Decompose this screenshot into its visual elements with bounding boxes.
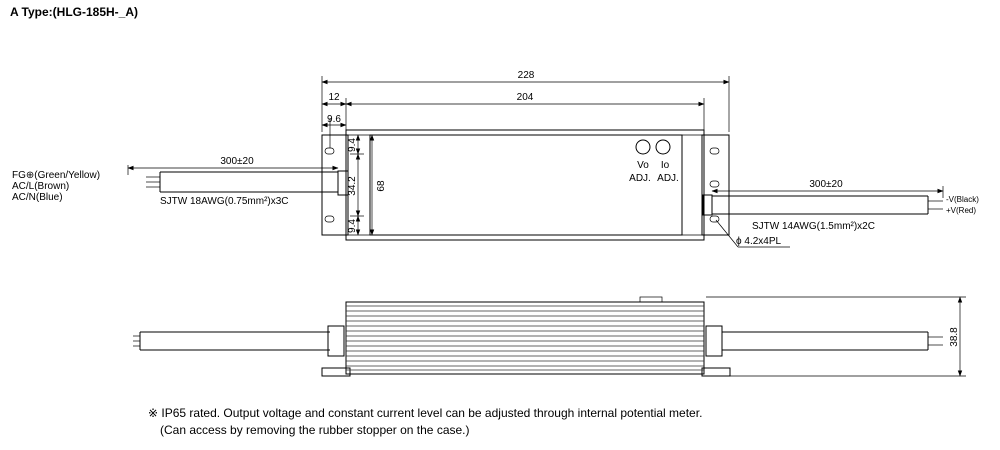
output-wire-pos: +V(Red) xyxy=(946,206,976,215)
note-line-1: ※ IP65 rated. Output voltage and constan… xyxy=(148,406,702,420)
output-cable-spec: SJTW 14AWG(1.5mm²)x2C xyxy=(752,221,875,232)
dim-edge-top: 9.4 xyxy=(347,134,361,155)
io-adjuster xyxy=(655,139,671,155)
case-body xyxy=(345,129,705,241)
vo-adj-label: ADJ. xyxy=(629,173,651,184)
output-cable xyxy=(712,195,943,215)
dim-width: 68 xyxy=(369,134,387,236)
vo-label: Vo xyxy=(637,160,649,171)
note-line-2: (Can access by removing the rubber stopp… xyxy=(160,423,470,437)
dim-34-2-label: 34.2 xyxy=(347,176,358,196)
input-cable-length-label: 300±20 xyxy=(220,156,254,167)
dim-12-label: 12 xyxy=(328,92,340,103)
dim-9-6-label: 9.6 xyxy=(327,114,341,125)
output-wire-neg: -V(Black) xyxy=(946,195,979,204)
dim-height: 38.8 xyxy=(706,296,966,377)
io-adj-label: ADJ. xyxy=(657,173,679,184)
side-view: 38.8 xyxy=(133,296,966,377)
input-wire-l: AC/L(Brown) xyxy=(12,181,69,192)
output-cable-length-label: 300±20 xyxy=(809,179,843,190)
dim-228-label: 228 xyxy=(518,70,535,81)
mounting-hole-label: ϕ 4.2x4PL xyxy=(736,236,782,247)
side-case-body xyxy=(345,301,705,375)
dim-9-4-top-label: 9.4 xyxy=(347,138,358,152)
dim-38-8-label: 38.8 xyxy=(949,327,960,347)
dim-204-label: 204 xyxy=(517,92,534,103)
dim-body-length: 204 xyxy=(345,92,705,135)
dim-9-4-bottom-label: 9.4 xyxy=(347,219,358,233)
input-cable-spec: SJTW 18AWG(0.75mm²)x3C xyxy=(160,196,289,207)
dim-edge-bottom: 9.4 xyxy=(347,215,361,236)
case-top-panel xyxy=(369,134,683,236)
top-view: Vo Io ADJ. ADJ. 228 204 12 9.6 xyxy=(12,70,979,248)
input-wire-n: AC/N(Blue) xyxy=(12,192,63,203)
vo-adjuster xyxy=(635,139,651,155)
mounting-hole-callout: ϕ 4.2x4PL xyxy=(715,219,790,248)
heat-sink-fins xyxy=(346,305,704,371)
left-flange xyxy=(321,134,349,236)
io-label: Io xyxy=(661,160,670,171)
dim-end-margin: 12 xyxy=(321,92,347,107)
dim-68-label: 68 xyxy=(376,180,387,192)
input-gland xyxy=(337,170,349,196)
adjusters: Vo Io ADJ. ADJ. xyxy=(629,139,679,184)
right-flange xyxy=(701,134,730,236)
dim-hole-spacing: 34.2 xyxy=(347,153,364,217)
dim-output-cable-length: 300±20 xyxy=(711,179,944,198)
input-cable xyxy=(146,171,338,193)
mounting-holes xyxy=(324,147,720,223)
input-wire-fg: FG⊕(Green/Yellow) xyxy=(12,170,100,181)
dim-input-cable-length: 300±20 xyxy=(127,156,339,175)
dim-hole-offset: 9.6 xyxy=(321,114,347,148)
drawing-title: A Type:(HLG-185H-_A) xyxy=(10,5,138,19)
output-gland xyxy=(702,194,713,216)
